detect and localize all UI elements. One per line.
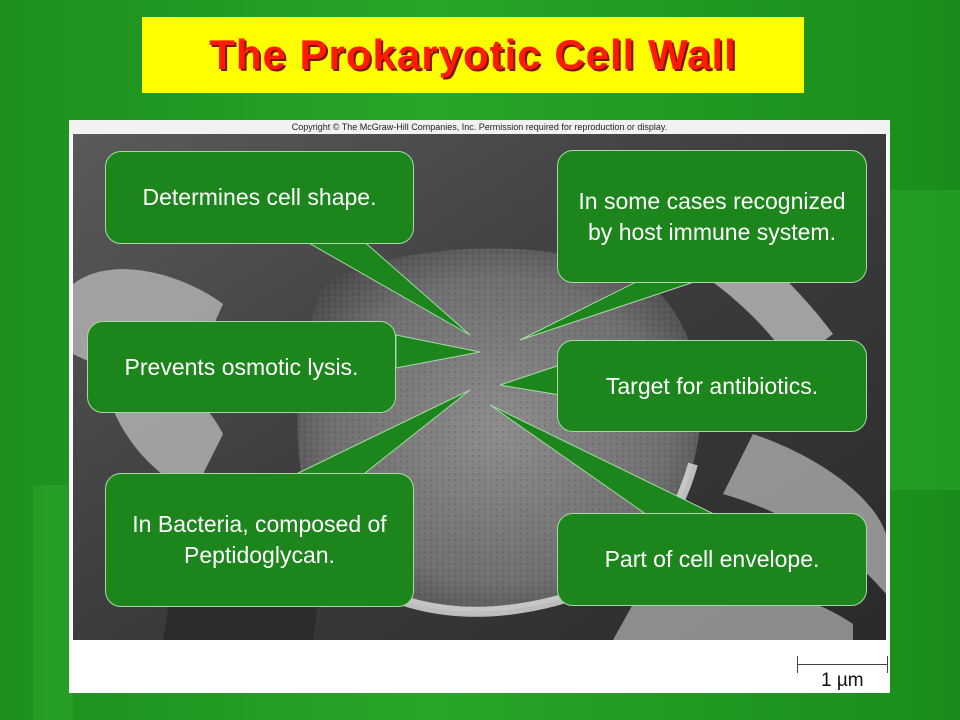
title-banner: The Prokaryotic Cell Wall — [142, 17, 804, 93]
scale-bar — [797, 664, 887, 665]
callout-cell-envelope: Part of cell envelope. — [557, 513, 867, 606]
scale-bar-label: 1 µm — [821, 670, 864, 691]
slide-title: The Prokaryotic Cell Wall — [209, 31, 737, 78]
background-panel-left — [33, 485, 73, 720]
background-panel-right — [888, 190, 960, 490]
scale-tick-right — [887, 656, 888, 673]
scale-bar-area: 1 µm — [69, 640, 890, 693]
callout-antibiotics-target: Target for antibiotics. — [557, 340, 867, 432]
callout-osmotic-lysis: Prevents osmotic lysis. — [87, 321, 396, 413]
copyright-notice: Copyright © The McGraw-Hill Companies, I… — [69, 120, 890, 134]
callout-peptidoglycan: In Bacteria, composed of Peptidoglycan. — [105, 473, 414, 607]
callout-immune-recognition: In some cases recognized by host immune … — [557, 150, 867, 283]
callout-cell-shape: Determines cell shape. — [105, 151, 414, 244]
